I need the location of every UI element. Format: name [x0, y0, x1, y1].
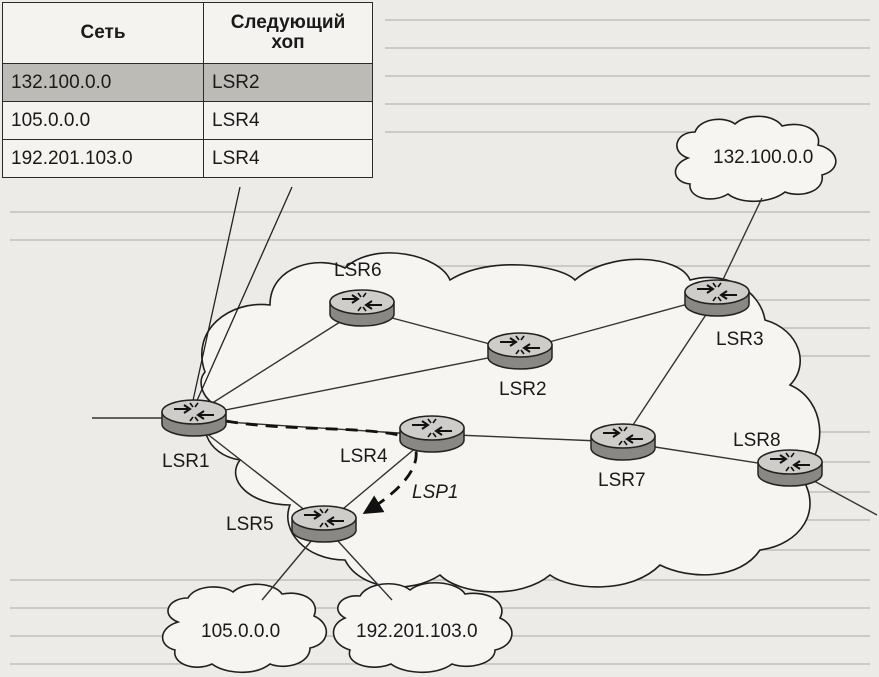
router-lsr2[interactable]	[487, 332, 553, 370]
router-label-lsr5: LSR5	[226, 514, 274, 535]
router-lsr3[interactable]	[684, 279, 750, 317]
table-pointer-line	[194, 186, 293, 406]
routing-table-header: Сеть Следующий хоп	[2, 2, 373, 64]
link-lsr1-lsr2	[194, 351, 519, 417]
router-lsr7[interactable]	[590, 423, 656, 461]
network-label-105: 105.0.0.0	[201, 621, 280, 642]
router-label-lsr1: LSR1	[162, 451, 210, 472]
cell-next-hop: LSR4	[203, 101, 373, 140]
column-header-network: Сеть	[2, 2, 204, 64]
cell-network: 192.201.103.0	[2, 139, 204, 178]
cell-next-hop: LSR2	[203, 63, 373, 102]
network-label-192: 192.201.103.0	[356, 621, 478, 642]
router-label-lsr8: LSR8	[733, 430, 781, 451]
router-label-lsr4: LSR4	[340, 446, 388, 467]
next-hop-header-text: Следующий хоп	[230, 12, 346, 53]
network-cloud-105	[161, 583, 328, 674]
link-lsr3-lsr7	[622, 297, 718, 441]
link-lsr3-cloud	[716, 197, 763, 293]
router-lsr1[interactable]	[161, 399, 227, 437]
mpls-network-cloud	[200, 252, 821, 593]
network-cloud-132	[674, 115, 837, 203]
link-lsr2-lsr3	[519, 295, 718, 351]
router-label-lsr6: LSR6	[334, 260, 382, 281]
cell-network: 132.100.0.0	[2, 63, 204, 102]
table-pointer-line	[191, 186, 241, 406]
router-label-lsr3: LSR3	[716, 329, 764, 350]
table-row: 105.0.0.0 LSR4	[2, 101, 373, 140]
routing-table: Сеть Следующий хоп 132.100.0.0 LSR2 105.…	[2, 2, 373, 178]
router-label-lsr2: LSR2	[499, 379, 547, 400]
network-cloud-192	[332, 581, 513, 674]
link-lsr1-lsr5	[191, 421, 321, 523]
router-lsr4[interactable]	[399, 415, 465, 453]
router-lsr8[interactable]	[757, 449, 823, 487]
lsp1-label: LSP1	[412, 482, 458, 503]
router-label-lsr7: LSR7	[598, 470, 646, 491]
column-header-next-hop: Следующий хоп	[203, 2, 373, 64]
cell-next-hop: LSR4	[203, 139, 373, 178]
link-lsr1-lsr6	[194, 307, 363, 415]
network-label-132: 132.100.0.0	[713, 147, 813, 168]
table-row: 192.201.103.0 LSR4	[2, 139, 373, 178]
cell-network: 105.0.0.0	[2, 101, 204, 140]
router-lsr6[interactable]	[329, 289, 395, 327]
table-row: 132.100.0.0 LSR2	[2, 63, 373, 102]
router-lsr5[interactable]	[291, 505, 357, 543]
